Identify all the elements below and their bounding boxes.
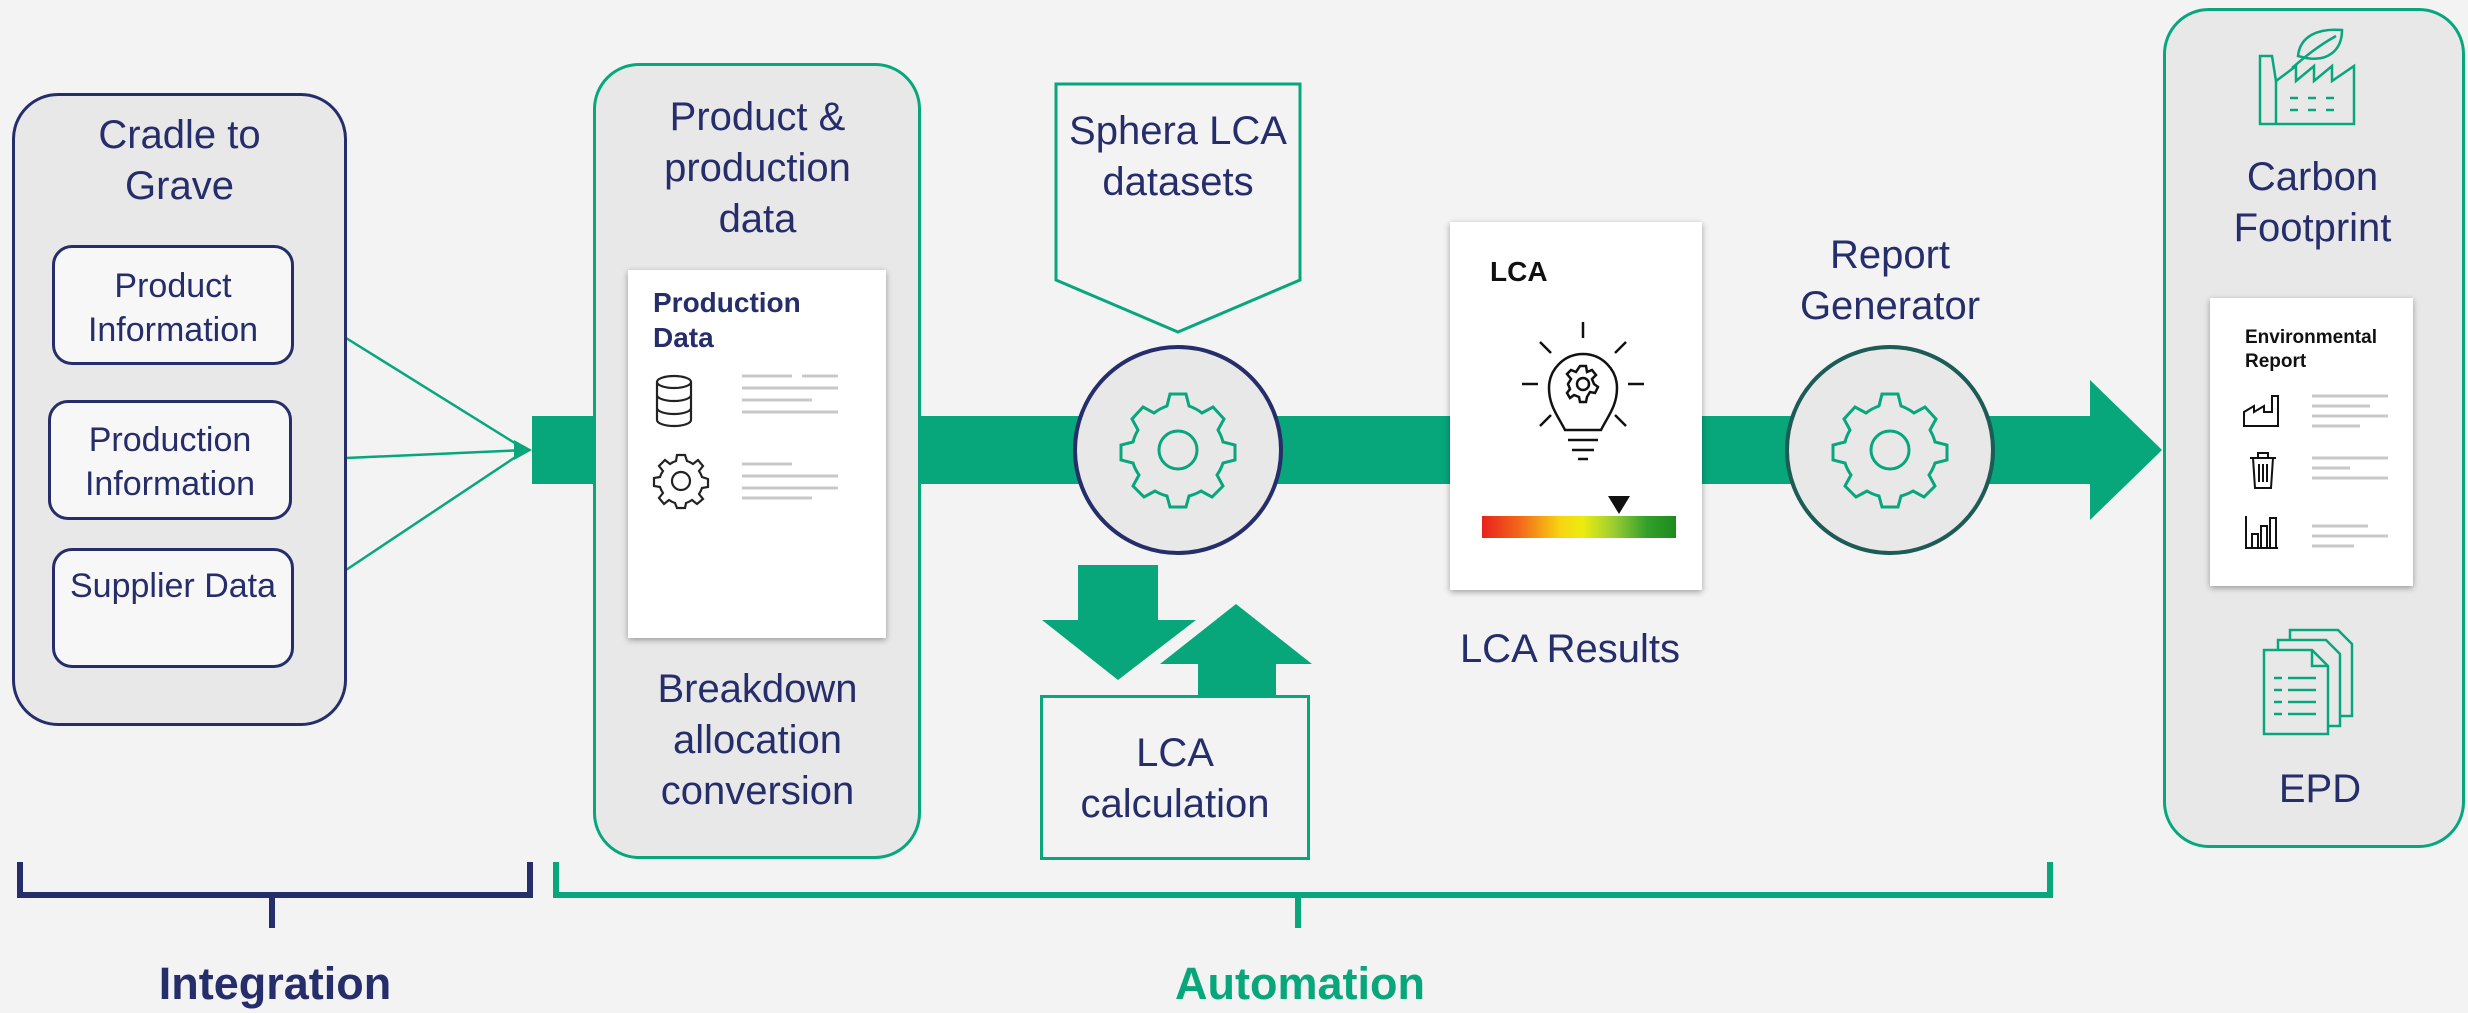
automation-bracket: [553, 862, 2053, 928]
rating-marker-icon: [1608, 496, 1630, 514]
lightbulb-icon: [1522, 322, 1644, 461]
epd-label: EPD: [2278, 767, 2362, 811]
lca-results-label: LCA Results: [1459, 627, 1681, 671]
lca-doc-title: LCA: [1490, 256, 1548, 287]
product-data-title: Product & production data: [664, 95, 851, 242]
environmental-report-title: Environmental Report: [2245, 327, 2377, 372]
lca-calculation-box: [1040, 695, 1310, 860]
factory-icon: [2243, 395, 2279, 427]
production-information-box: [48, 400, 292, 520]
documents-icon: [2262, 628, 2354, 736]
database-icon: [655, 374, 693, 428]
connector-lines: [345, 336, 527, 572]
lca-calculation-label: LCA calculation: [1080, 731, 1270, 827]
cradle-title: Cradle to Grave: [98, 113, 261, 209]
environmental-report-document: [2210, 298, 2413, 586]
bar-chart-icon: [2245, 516, 2278, 549]
factory-leaf-icon: [2258, 28, 2356, 126]
integration-bracket: [17, 862, 533, 928]
sphera-datasets-label: Sphera LCA datasets: [1069, 109, 1287, 205]
report-generator-label: Report Generator: [1799, 233, 1981, 329]
flow-arrow-head: [2090, 380, 2162, 520]
settings-gear-icon: [652, 453, 710, 510]
supplier-data-label: Supplier Data: [70, 567, 277, 605]
carbon-footprint-label: Carbon Footprint: [2233, 155, 2392, 251]
product-information-label: Product Information: [87, 267, 259, 350]
trash-icon: [2250, 452, 2276, 489]
supplier-data-box: [52, 548, 294, 668]
production-data-document: [628, 270, 886, 638]
up-arrow: [1160, 604, 1312, 695]
lca-gear-circle: [1073, 345, 1283, 555]
gear-icon: [1119, 392, 1237, 509]
text-lines-icon: [742, 374, 838, 414]
report-text-lines-icon: [2312, 394, 2388, 548]
connector-arrow: [514, 440, 532, 460]
gear-icon: [1831, 392, 1949, 509]
sphera-datasets-shape: [1054, 82, 1302, 334]
report-gear-circle: [1785, 345, 1995, 555]
lca-rating-bar: [1482, 516, 1676, 538]
integration-label: Integration: [158, 958, 392, 1009]
down-arrow: [1042, 565, 1196, 680]
automation-label: Automation: [1175, 958, 1425, 1009]
breakdown-label: Breakdown allocation conversion: [657, 667, 858, 814]
production-data-doc-title: Production Data: [653, 287, 801, 353]
production-information-label: Production Information: [84, 421, 256, 504]
text-lines-icon: [742, 462, 838, 500]
product-information-box: [52, 245, 294, 365]
